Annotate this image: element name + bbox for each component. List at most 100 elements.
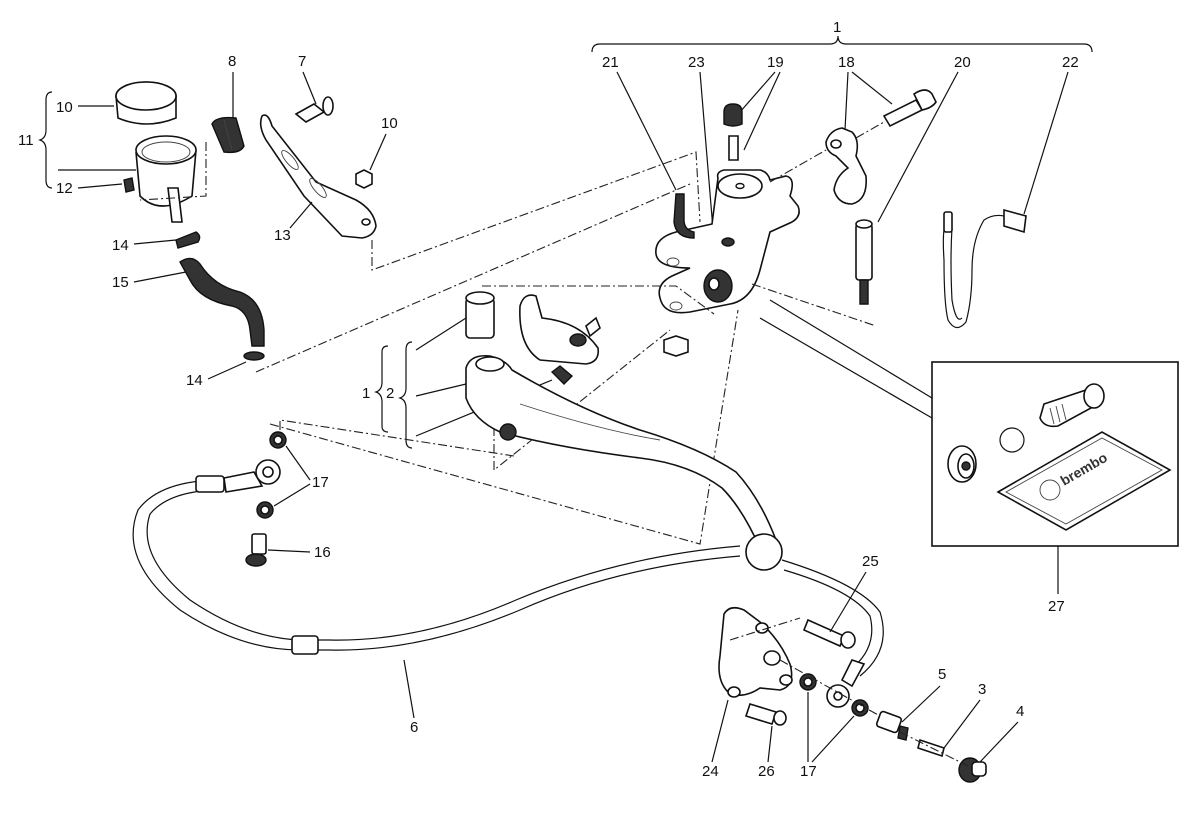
assembly-line-lever-bottom bbox=[269, 309, 739, 545]
part-14-clip-bottom bbox=[243, 351, 265, 361]
part-24-slave-cylinder bbox=[718, 606, 793, 698]
part-8-rubber-mount bbox=[211, 116, 245, 154]
kit-piston bbox=[1039, 383, 1105, 428]
part-15-hose bbox=[179, 257, 265, 347]
group-2-brace bbox=[398, 341, 413, 449]
leader-22 bbox=[1023, 71, 1069, 215]
part-13-plug bbox=[123, 177, 135, 193]
part-6-clutch-hose bbox=[132, 479, 884, 677]
leader-24 bbox=[711, 699, 729, 763]
callout-4: 4 bbox=[1016, 703, 1024, 720]
leader-17a2 bbox=[273, 483, 311, 507]
callout-12: 11 bbox=[18, 132, 34, 149]
callout-24: 24 bbox=[702, 763, 719, 780]
callout-26: 26 bbox=[758, 763, 775, 780]
leader-21 bbox=[616, 71, 677, 191]
callout-14a: 14 bbox=[112, 237, 129, 254]
callout-11: 10 bbox=[56, 99, 73, 116]
assembly-line-banjo-left bbox=[279, 419, 515, 457]
leader-25 bbox=[829, 571, 867, 633]
assembly-line-18 bbox=[769, 149, 827, 183]
callout-15: 15 bbox=[112, 274, 129, 291]
leader-26 bbox=[767, 725, 773, 763]
callout-8: 8 bbox=[228, 53, 236, 70]
callout-23: 23 bbox=[688, 54, 705, 71]
assembly-line-18b bbox=[855, 121, 885, 139]
lever-pivot-block bbox=[519, 294, 601, 365]
lever-adjuster-spring bbox=[550, 365, 574, 385]
leader-6 bbox=[403, 659, 415, 719]
part-2-clutch-lever bbox=[465, 354, 783, 571]
assembly-line-reservoir bbox=[139, 142, 207, 201]
assembly-line-slave bbox=[729, 617, 969, 767]
part-10-nut bbox=[355, 169, 373, 189]
callout-17b: 17 bbox=[800, 763, 817, 780]
kit-circlip bbox=[999, 427, 1025, 453]
part-22-clutch-switch bbox=[942, 208, 1027, 329]
leader-20 bbox=[877, 71, 959, 223]
master-cylinder-body bbox=[655, 169, 800, 314]
lever-bushing bbox=[465, 291, 495, 339]
part-19-bleed-valve bbox=[728, 135, 739, 161]
callout-13: 12 bbox=[56, 180, 73, 197]
part-27-repair-kit: brembo bbox=[947, 383, 1172, 531]
leader-13 bbox=[77, 183, 123, 189]
assembly-line-20 bbox=[751, 283, 877, 327]
part-26-bolt bbox=[744, 703, 787, 726]
assembly-line-lever-pivot bbox=[493, 329, 671, 472]
leader-4 bbox=[979, 721, 1019, 763]
part-20-pivot-pin bbox=[855, 219, 873, 305]
callout-27: 27 bbox=[1048, 598, 1065, 615]
hose-banjo-fitting-right bbox=[826, 659, 866, 708]
assembly-line-lever-top bbox=[482, 285, 715, 315]
part-25-bolt bbox=[802, 618, 856, 649]
part-16-banjo-bolt bbox=[245, 533, 267, 567]
part-12-reservoir bbox=[135, 135, 197, 223]
callout-17a: 17 bbox=[312, 474, 329, 491]
leader-3 bbox=[943, 699, 981, 749]
kit-seal bbox=[947, 445, 977, 483]
callout-16: 16 bbox=[314, 544, 331, 561]
kit-instructions-sheet: brembo bbox=[996, 431, 1172, 531]
callout-6: 6 bbox=[410, 719, 418, 736]
callout-7: 7 bbox=[298, 53, 306, 70]
group-1-brace bbox=[591, 35, 1093, 53]
leader-5 bbox=[901, 685, 941, 723]
part-5-fitting bbox=[875, 710, 909, 741]
leader-14a bbox=[133, 239, 177, 245]
leader-10 bbox=[369, 133, 387, 171]
assembly-line-bracket-body bbox=[371, 151, 701, 271]
callout-25: 25 bbox=[862, 553, 879, 570]
callout-1-left: 1 bbox=[362, 385, 370, 402]
leader-16 bbox=[267, 549, 311, 553]
part-19-bleed-cap bbox=[723, 103, 743, 127]
assembly-line-hose-body bbox=[255, 183, 691, 373]
leader-kit-inset bbox=[769, 299, 933, 399]
leader-9 bbox=[289, 201, 313, 229]
callout-20: 20 bbox=[954, 54, 971, 71]
leader-7 bbox=[302, 71, 317, 105]
leader-19a bbox=[739, 71, 776, 113]
leader-15 bbox=[133, 271, 187, 283]
part-21-elbow-fitting bbox=[673, 193, 695, 239]
part-14-clip-top bbox=[175, 231, 201, 249]
part-11-reservoir-cap bbox=[115, 81, 177, 125]
leader-18b bbox=[851, 71, 893, 105]
leader-14b bbox=[207, 361, 247, 380]
callout-18: 18 bbox=[838, 54, 855, 71]
leader-19b bbox=[743, 71, 781, 151]
callout-22: 22 bbox=[1062, 54, 1079, 71]
callout-2: 2 bbox=[386, 385, 394, 402]
callout-10: 10 bbox=[381, 115, 398, 132]
part-18-clamp bbox=[825, 127, 868, 205]
leader-2a bbox=[415, 317, 467, 351]
hose-banjo-fitting-left bbox=[195, 459, 281, 493]
group-1-left-brace bbox=[374, 345, 389, 433]
part-9-bracket bbox=[259, 114, 377, 239]
body-nut bbox=[663, 335, 689, 357]
leader-18a bbox=[844, 71, 849, 131]
part-18-bolt bbox=[882, 89, 937, 128]
leader-17a1 bbox=[285, 445, 311, 481]
callout-3: 3 bbox=[978, 681, 986, 698]
